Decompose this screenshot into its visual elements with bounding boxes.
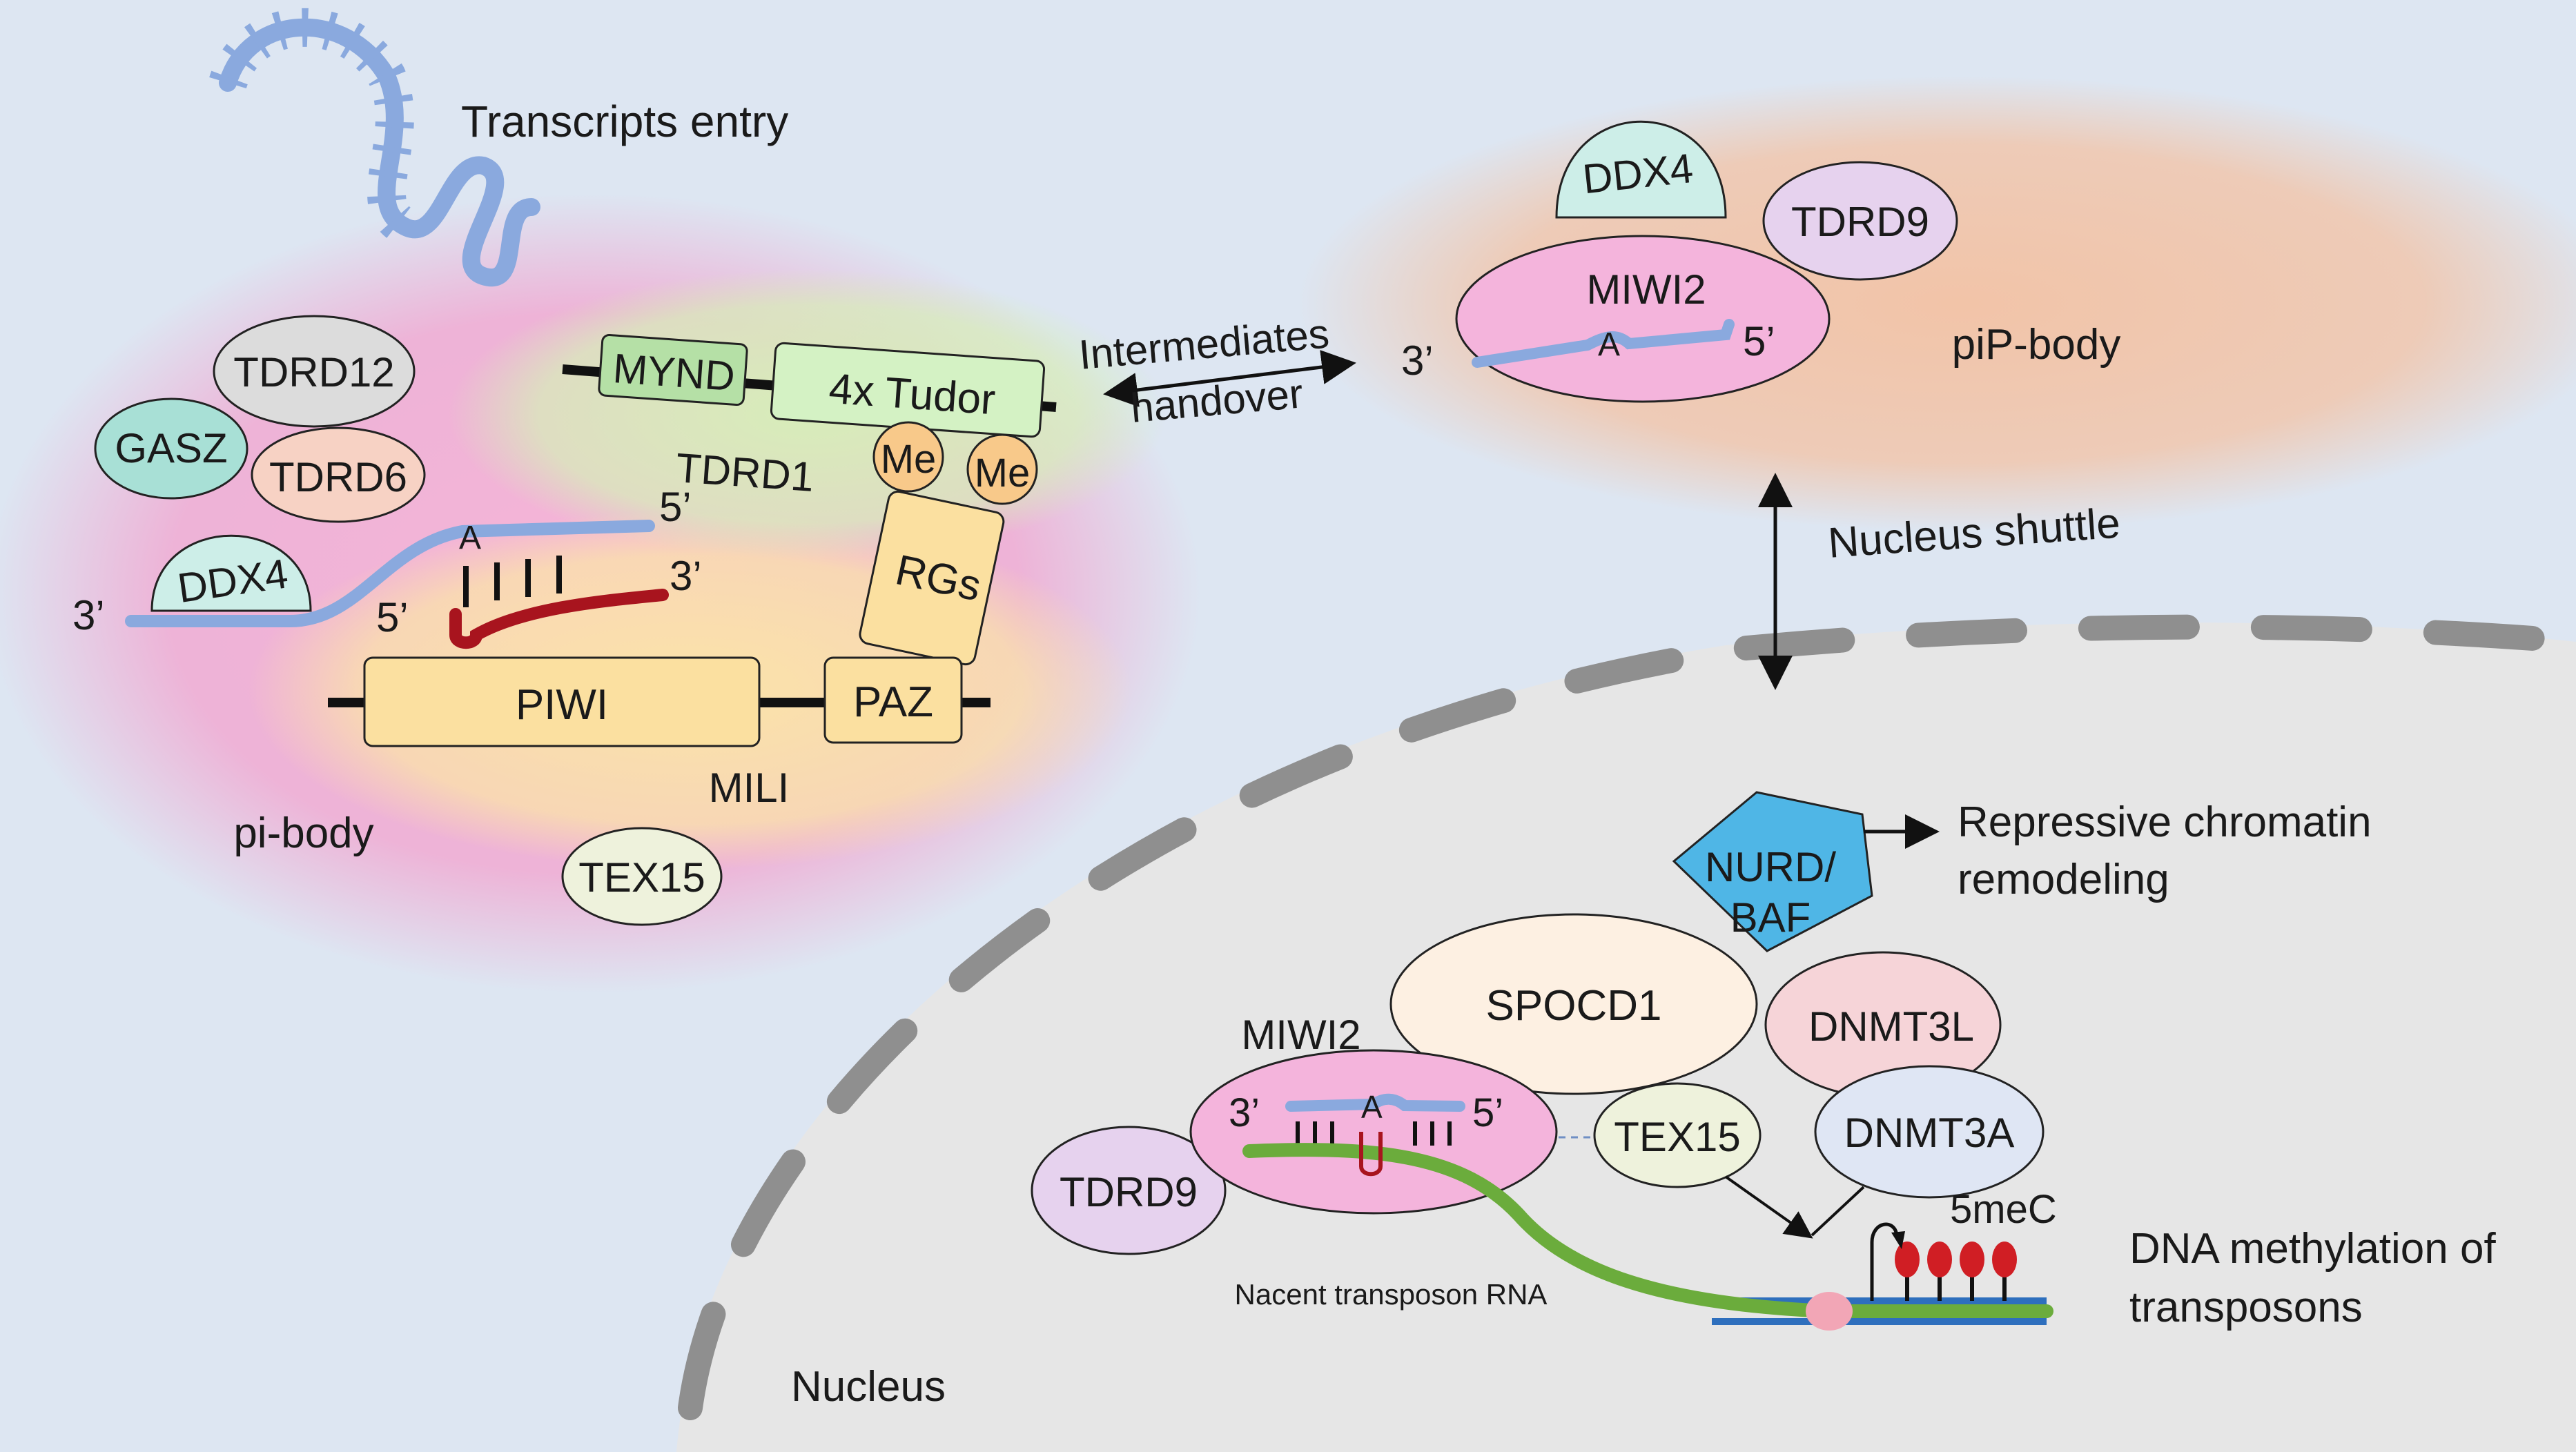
left-pirna: [449, 556, 669, 649]
dnmt3a-label: DNMT3A: [1844, 1110, 2015, 1156]
nuc-3-end: 3’: [1229, 1090, 1260, 1135]
methylation-marks: [1895, 1242, 2017, 1301]
left-target-rna: [125, 520, 655, 627]
transcript-entry-rna: [209, 8, 540, 287]
repressive-label-line1: Repressive chromatin: [1958, 798, 2372, 846]
nascent-transposon-rna: [1242, 1143, 2053, 1318]
nuclear-pirna: [1285, 1093, 1465, 1112]
left-pirna-3-end: 3’: [670, 553, 702, 599]
tex15-to-dna-arrow: [1724, 1175, 1813, 1239]
nascent-rna-label: Nacent transposon RNA: [1235, 1278, 1548, 1311]
dnmt3a-to-dna-arrow: [1811, 1186, 1865, 1237]
left-pirna-5-end: 5’: [376, 594, 409, 640]
me2-label: Me: [975, 451, 1031, 496]
left-rna-3-end: 3’: [72, 592, 105, 638]
tdrd12-protein: [213, 315, 416, 428]
ddx4-left-protein: [150, 534, 312, 612]
piwi-domain: [363, 656, 761, 747]
pip-body-label: piP-body: [1952, 321, 2121, 369]
nuclear-pairing-lines: [1296, 1121, 1452, 1146]
dnmt3l-label: DNMT3L: [1808, 1003, 1974, 1050]
pirna-red-loop: [1359, 1132, 1383, 1177]
mynd-label: MYND: [612, 345, 736, 400]
tdrd9-bottom-protein: [1031, 1126, 1227, 1255]
tex15-top-protein: [561, 827, 723, 926]
tex15-bottom-label: TEX15: [1614, 1114, 1740, 1160]
miwi2-bottom-label: MIWI2: [1241, 1012, 1360, 1058]
dna-methylation-line2: transposons: [2129, 1284, 2363, 1331]
tdrd12-label: TDRD12: [233, 349, 394, 395]
spocd1-protein: [1389, 913, 1758, 1095]
tdrd6-protein: [251, 426, 426, 523]
pip-body-rna: [1472, 319, 1735, 368]
transcription-start-arrow: [1870, 1222, 1905, 1301]
piwi-label: PIWI: [516, 681, 608, 729]
pip-5-end: 5’: [1743, 318, 1775, 364]
tudor-label: 4x Tudor: [828, 365, 997, 424]
nucleus-label: Nucleus: [791, 1363, 946, 1411]
nurd-label-line2: BAF: [1730, 894, 1811, 941]
handover-arrow: [1103, 350, 1356, 407]
methyl-arginine-2: [966, 433, 1038, 505]
mili-label: MILI: [709, 765, 790, 811]
cleavage-mark: A: [459, 520, 481, 556]
paz-label: PAZ: [853, 678, 933, 726]
tdrd9-top-protein: [1762, 161, 1958, 281]
nurd-baf-complex: [1672, 791, 1873, 952]
mynd-domain: [598, 333, 748, 406]
transcripts-entry-label: Transcripts entry: [461, 97, 788, 146]
methyl-arginine-1: [872, 421, 944, 493]
dna-methylation-line1: DNA methylation of: [2129, 1225, 2496, 1273]
dnmt3a-protein: [1814, 1065, 2045, 1199]
tdrd6-label: TDRD6: [269, 454, 407, 500]
ddx4-right-label: DDX4: [1581, 145, 1695, 202]
tex15-bottom-protein: [1593, 1082, 1762, 1188]
pip-cleavage-mark: A: [1598, 326, 1620, 363]
tdrd9-top-label: TDRD9: [1791, 199, 1929, 245]
gasz-label: GASZ: [115, 425, 227, 471]
rna-polymerase: [1806, 1292, 1853, 1331]
paz-domain: [823, 656, 963, 744]
left-rna-5-end: 5’: [659, 484, 692, 530]
tdrd9-bottom-label: TDRD9: [1060, 1169, 1198, 1215]
nuc-cleavage-mark: A: [1361, 1089, 1383, 1125]
spocd1-label: SPOCD1: [1486, 982, 1662, 1030]
pi-body-label: pi-body: [233, 810, 373, 857]
five-mec-label: 5meC: [1950, 1187, 2057, 1232]
nuclear-envelope: [678, 614, 2576, 1420]
tex15-top-label: TEX15: [578, 854, 705, 901]
repressive-label-line2: remodeling: [1958, 856, 2169, 903]
nurd-label-line1: NURD/: [1705, 844, 1836, 890]
gasz-protein: [94, 398, 248, 500]
me1-label: Me: [881, 437, 937, 482]
nuc-5-end: 5’: [1472, 1090, 1503, 1135]
tdrd1-label: TDRD1: [674, 444, 815, 500]
miwi2-top-protein: [1455, 235, 1831, 403]
pip-3-end: 3’: [1401, 337, 1434, 384]
miwi2-top-label: MIWI2: [1586, 266, 1706, 313]
ddx4-right-protein: [1555, 120, 1727, 219]
rgs-domain: [859, 490, 1005, 666]
